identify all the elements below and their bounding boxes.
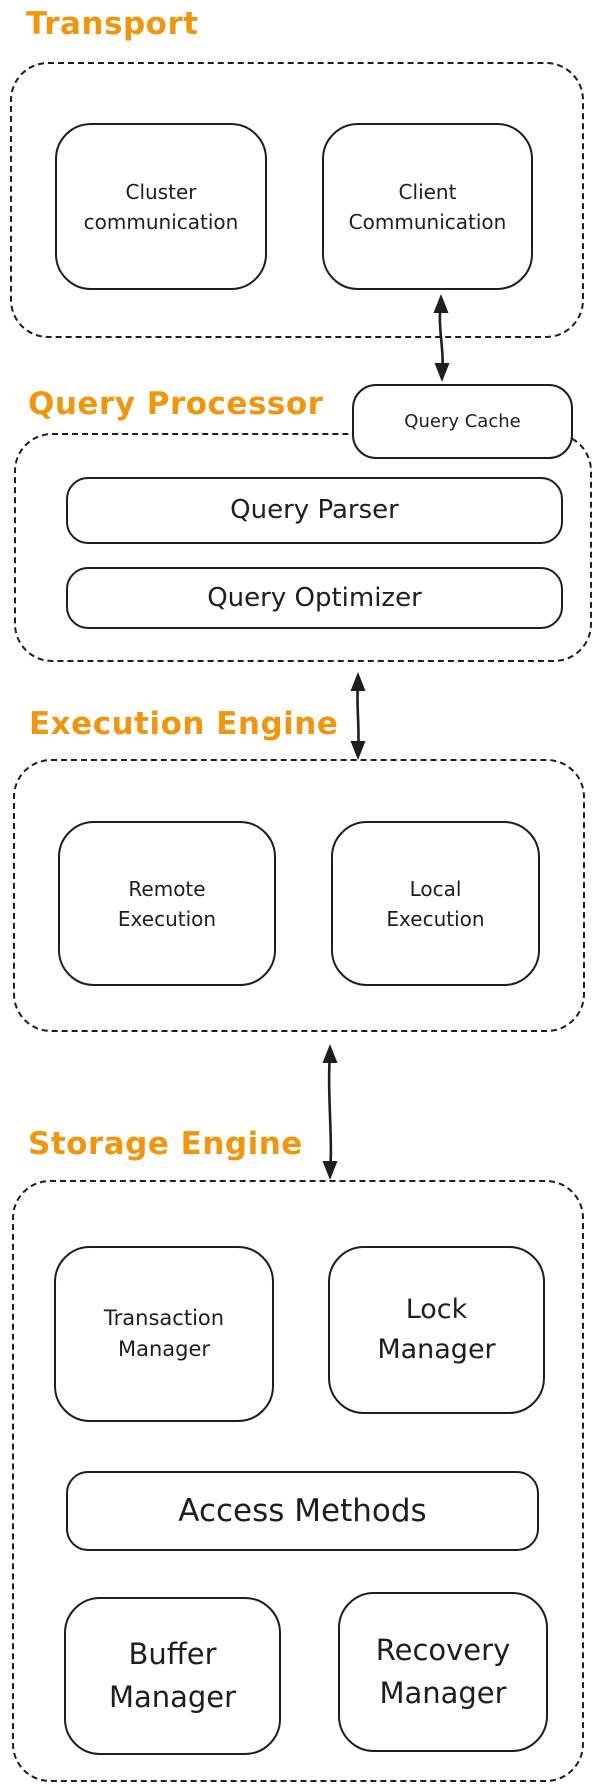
node-remote-execution: Remote Execution: [58, 821, 276, 986]
arrowhead-up-icon: [350, 672, 366, 691]
node-label-line: Query Cache: [404, 411, 521, 432]
node-label-line: communication: [83, 209, 239, 234]
node-access-methods: Access Methods: [66, 1471, 539, 1551]
node-label-line: Buffer: [128, 1636, 217, 1671]
section-title-storage-engine: Storage Engine: [28, 1126, 303, 1162]
node-label-line: Execution: [117, 906, 217, 931]
node-label-line: Client: [398, 179, 457, 204]
section-container-query-processor: [14, 433, 592, 662]
section-title-execution-engine: Execution Engine: [29, 706, 339, 742]
node-local-execution: Local Execution: [331, 821, 540, 986]
node-label-line: Local: [409, 876, 462, 901]
arrowhead-down-icon: [434, 363, 450, 382]
node-recovery-manager: Recovery Manager: [338, 1592, 548, 1752]
arrowhead-down-icon: [350, 741, 366, 760]
arrowhead-up-icon: [322, 1044, 338, 1063]
node-label-line: Cluster: [125, 179, 197, 204]
section-title-transport: Transport: [26, 6, 199, 42]
arrow-query-processor-to-execution-engine: [350, 672, 366, 760]
node-label-line: Query Optimizer: [207, 582, 422, 613]
node-query-parser: Query Parser: [66, 477, 563, 544]
node-cluster-communication: Cluster communication: [55, 123, 267, 290]
node-label-line: Manager: [117, 1337, 211, 1361]
section-container-storage-engine: [12, 1180, 584, 1782]
arrow-execution-engine-to-storage-engine: [322, 1044, 338, 1180]
node-label-line: Communication: [348, 209, 507, 234]
arrowhead-up-icon: [433, 294, 449, 313]
node-label-line: Manager: [379, 1676, 507, 1710]
section-container-execution-engine: [13, 759, 585, 1032]
node-label-line: Query Parser: [230, 495, 399, 525]
node-query-cache: Query Cache: [352, 384, 573, 459]
node-client-communication: Client Communication: [322, 123, 533, 290]
node-label-line: Remote: [128, 876, 206, 901]
node-label-line: Access Methods: [178, 1492, 427, 1529]
node-buffer-manager: Buffer Manager: [64, 1597, 281, 1755]
node-label-line: Recovery: [375, 1632, 511, 1667]
node-label-line: Transaction: [103, 1305, 225, 1330]
arrowhead-down-icon: [322, 1161, 338, 1180]
arrow-client-communication-to-query-cache: [433, 294, 450, 382]
section-container-transport: [10, 62, 584, 338]
node-label-line: Execution: [386, 906, 485, 931]
node-label-line: Manager: [377, 1334, 496, 1365]
node-query-optimizer: Query Optimizer: [66, 567, 563, 629]
node-lock-manager: Lock Manager: [328, 1246, 545, 1414]
node-transaction-manager: Transaction Manager: [54, 1246, 274, 1422]
node-label-line: Lock: [405, 1293, 468, 1325]
section-title-query-processor: Query Processor: [28, 386, 324, 422]
node-label-line: Manager: [108, 1680, 237, 1714]
